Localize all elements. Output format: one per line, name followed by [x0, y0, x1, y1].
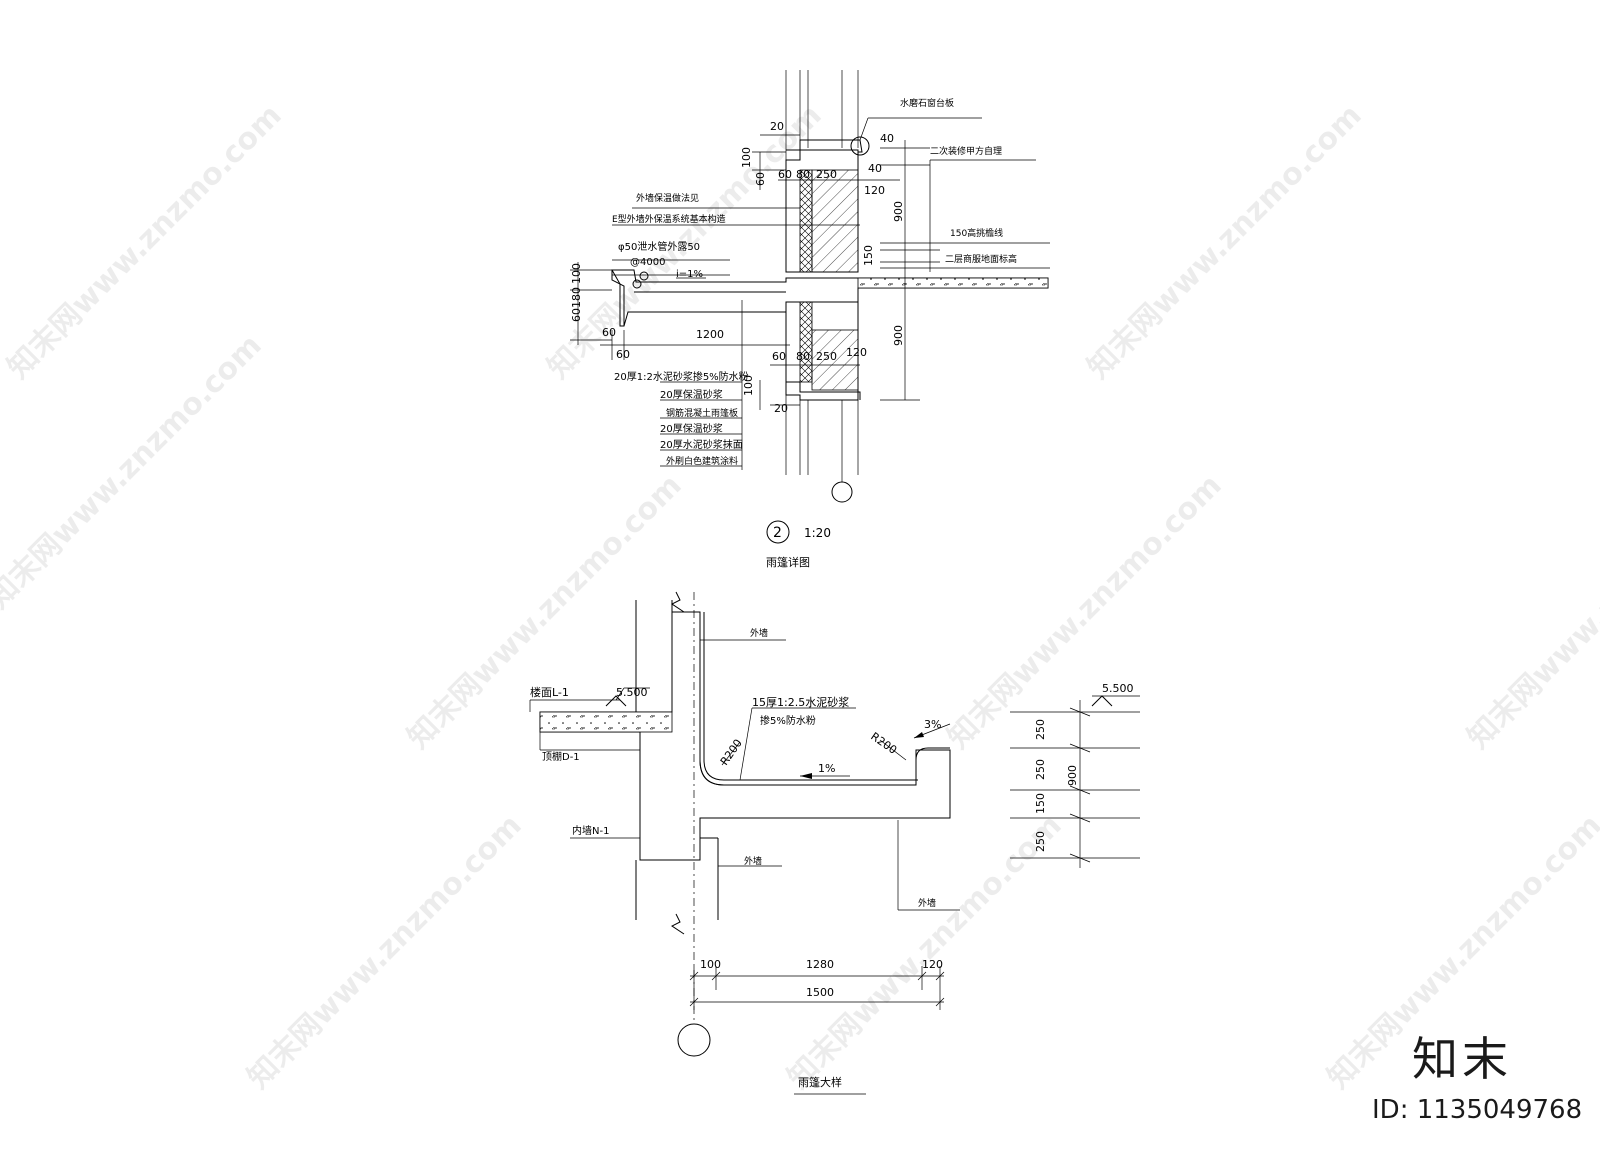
label-mortar-a: 15厚1:2.5水泥砂浆 — [752, 695, 849, 709]
detail-scale: 1:20 — [804, 526, 831, 540]
detail-canopy-section: 水磨石窗台板 二次装修甲方自理 外墙保温做法见 E型外墙外保温系统基本构造 φ5… — [570, 70, 1050, 569]
label-slope-3: 3% — [924, 718, 941, 731]
layer-5: 20厚水泥砂浆抹面 — [660, 438, 743, 451]
watermark-text: 知末网www.znzmo.com — [241, 808, 529, 1096]
brand-watermark: 知末 ID: 1135049768 — [1372, 1032, 1582, 1125]
dim: 1500 — [806, 986, 834, 999]
dim: 40 — [868, 162, 882, 175]
label-radius-a: R200 — [718, 737, 745, 768]
label-elevation-a: 5.500 — [616, 686, 648, 699]
dim: 900 — [892, 201, 905, 222]
label-radius-b: R200 — [868, 730, 899, 757]
dim: 250 — [816, 350, 837, 363]
detail-caption-2: 雨篷大样 — [798, 1075, 842, 1089]
dim: 900 — [892, 325, 905, 346]
dim: 120 — [922, 958, 943, 971]
dim: 60 — [602, 326, 616, 339]
dim: 60 — [778, 168, 792, 181]
label-floor: 二层商服地面标高 — [945, 253, 1017, 265]
label-decor: 二次装修甲方自理 — [930, 145, 1002, 157]
label-mortar-b: 掺5%防水粉 — [760, 714, 816, 727]
dim: 40 — [880, 132, 894, 145]
label-floor-l1: 楼面L-1 — [530, 685, 569, 699]
dim: 250 — [1034, 831, 1047, 852]
label-wall-top: 外墙 — [750, 627, 768, 639]
watermark-text: 知末网www.znzmo.com — [0, 328, 269, 616]
label-sill: 水磨石窗台板 — [900, 97, 954, 109]
watermark-text: 知末网www.znzmo.com — [941, 468, 1229, 756]
dim: 250 — [816, 168, 837, 181]
detail-caption: 雨篷详图 — [766, 555, 810, 569]
dim: 80 — [796, 350, 810, 363]
label-insulation-a: 外墙保温做法见 — [636, 192, 699, 204]
dim: 150 — [862, 245, 875, 266]
label-ceiling-d1: 顶棚D-1 — [542, 750, 580, 763]
layer-6: 外刷白色建筑涂料 — [666, 455, 738, 467]
label-wall-bottom: 外墙 — [918, 897, 936, 909]
image-id: ID: 1135049768 — [1372, 1095, 1582, 1125]
watermark-text: 知末网www.znzmo.com — [1461, 468, 1600, 756]
label-drain-pipe: φ50泄水管外露50 — [618, 240, 700, 253]
dim: 20 — [774, 402, 788, 415]
dim: 1200 — [696, 328, 724, 341]
brand-logo-text: 知末 — [1412, 1032, 1512, 1086]
dim: 100 — [742, 375, 755, 396]
label-inner-wall: 内墙N-1 — [572, 824, 609, 837]
watermark-text: 知末网www.znzmo.com — [1081, 98, 1369, 386]
dim: 20 — [770, 120, 784, 133]
label-drain-spacing: @4000 — [630, 257, 665, 268]
detail-number: 2 — [773, 525, 782, 541]
dim: 80 — [796, 168, 810, 181]
label-eave: 150高挑檐线 — [950, 227, 1003, 239]
label-slope: i=1% — [676, 269, 703, 280]
dim: 100 — [570, 263, 583, 284]
dim: 900 — [1066, 765, 1079, 786]
watermark-text: 知末网www.znzmo.com — [781, 808, 1069, 1096]
dim: 120 — [846, 346, 867, 359]
label-slope-1: 1% — [818, 762, 835, 775]
label-wall-mid: 外墙 — [744, 855, 762, 867]
dim: 100 — [700, 958, 721, 971]
layer-1: 20厚1:2水泥砂浆掺5%防水粉 — [614, 370, 749, 383]
dim: 1280 — [806, 958, 834, 971]
dim: 250 — [1034, 719, 1047, 740]
dim: 150 — [1034, 793, 1047, 814]
dim: 120 — [864, 184, 885, 197]
layer-2: 20厚保温砂浆 — [660, 388, 723, 401]
dim: 60 — [772, 350, 786, 363]
label-elevation-b: 5.500 — [1102, 682, 1134, 695]
label-insulation-b: E型外墙外保温系统基本构造 — [612, 213, 726, 225]
dim: 100 — [740, 147, 753, 168]
layer-3: 钢筋混凝土雨篷板 — [666, 407, 738, 419]
dim: 60 — [754, 172, 767, 186]
dim: 250 — [1034, 759, 1047, 780]
dim: 60180 — [570, 287, 583, 322]
dim: 60 — [616, 348, 630, 361]
layer-4: 20厚保温砂浆 — [660, 422, 723, 435]
